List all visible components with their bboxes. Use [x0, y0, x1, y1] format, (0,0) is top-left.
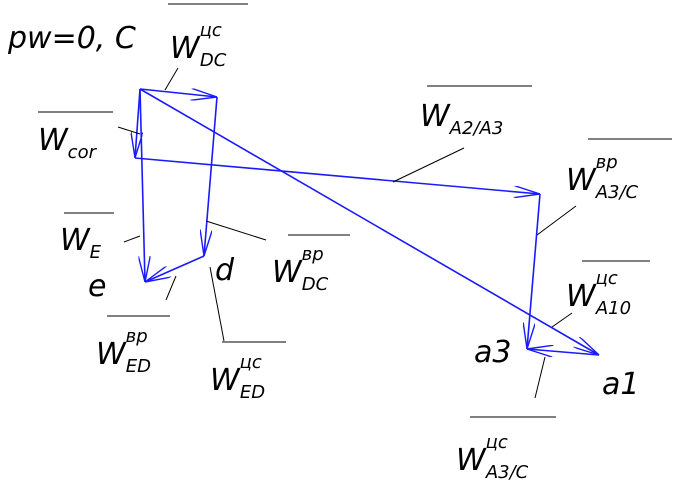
- leader-w-a10-cs: [551, 312, 573, 328]
- leader-w-a2a3: [392, 147, 465, 183]
- vector-pole-to-e: [140, 88, 145, 282]
- leader-w-a3c-cs: [534, 356, 546, 399]
- vector-pole-to-dc: [139, 88, 217, 97]
- leader-w-e: [123, 235, 141, 243]
- leader-w-ed-cs: [209, 266, 225, 342]
- vector-cor-to-a2a3: [134, 157, 540, 194]
- leader-lines: [117, 67, 577, 399]
- label-w-a2a3: WA2/A3: [420, 99, 503, 139]
- overlines: [38, 3, 672, 418]
- leader-w-a3c-vr: [536, 205, 577, 236]
- leader-w-dc-cs: [164, 67, 179, 91]
- vector-pole-to-cor: [135, 88, 140, 158]
- vector-d-to-e: [145, 255, 205, 283]
- label-w-e: WE: [60, 223, 102, 263]
- vectors: [134, 88, 600, 356]
- leader-w-ed-vr: [165, 275, 177, 301]
- vector-dc-to-d: [204, 96, 218, 256]
- diagram-title: pw=0, C: [7, 21, 136, 56]
- vector-a1-to-a3: [527, 349, 600, 355]
- leader-w-cor: [117, 126, 141, 135]
- label-w-cor: Wcor: [38, 123, 98, 163]
- vector-pole-to-a1: [139, 88, 599, 356]
- point-label-a3: a3: [474, 335, 511, 370]
- point-label-d: d: [215, 253, 235, 288]
- point-label-e: e: [88, 269, 106, 304]
- vector-a2a3-to-a3: [527, 193, 541, 349]
- point-label-a1: a1: [602, 367, 639, 402]
- leader-w-dc-vr: [205, 220, 267, 241]
